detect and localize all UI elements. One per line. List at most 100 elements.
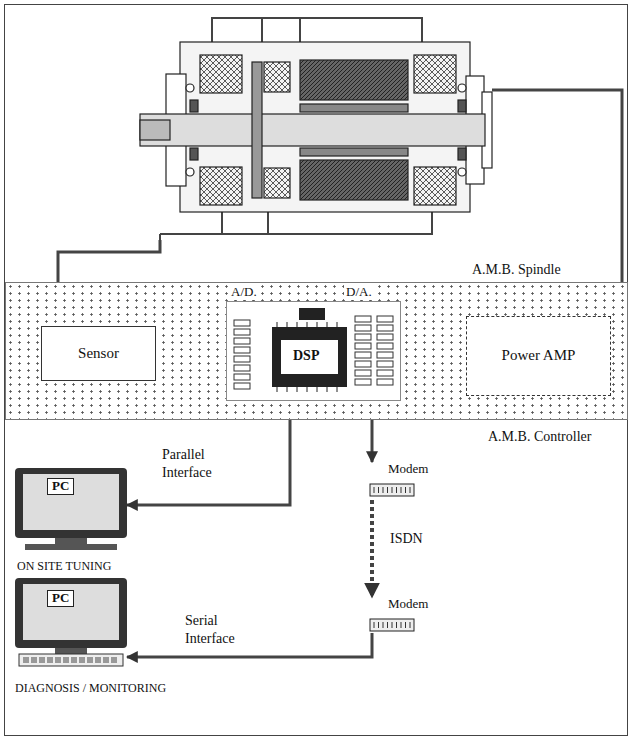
modem-slot xyxy=(387,487,388,493)
da-pin xyxy=(377,316,393,322)
da-pin xyxy=(377,334,393,340)
monitor-frame xyxy=(15,468,127,538)
axial-bearing-coil xyxy=(264,62,290,92)
position-sensor xyxy=(190,148,198,160)
da-pin xyxy=(377,361,393,367)
power-amp-box: Power AMP xyxy=(466,316,611,396)
dsp-chip xyxy=(272,327,347,387)
motor-stator xyxy=(300,160,408,200)
port-label: D/A. xyxy=(344,285,374,300)
modem-slot xyxy=(392,622,393,628)
position-sensor xyxy=(190,100,198,112)
modem-slot xyxy=(405,622,406,628)
pc-caption: ON SITE TUNING xyxy=(17,560,111,574)
pc-label: PC xyxy=(47,590,74,607)
box-label: Power AMP xyxy=(502,347,576,364)
shaft-nose xyxy=(140,120,170,140)
backup-bearing xyxy=(458,84,466,92)
modem-slot xyxy=(378,487,379,493)
modem-slot xyxy=(405,487,406,493)
modem-slot xyxy=(383,622,384,628)
da-pin xyxy=(355,334,371,340)
da-pin xyxy=(355,325,371,331)
da-pin xyxy=(377,379,393,385)
radial-bearing-coil xyxy=(414,55,456,93)
modem-slot xyxy=(383,487,384,493)
thrust-disk xyxy=(252,62,262,198)
edge-label: Serial Interface xyxy=(183,612,267,648)
chip-leg xyxy=(317,387,318,392)
spindle-label: A.M.B. Spindle xyxy=(470,262,563,278)
edge-label: ISDN xyxy=(388,530,442,548)
modem-node: Modem xyxy=(362,597,442,633)
chip-leg xyxy=(307,322,308,327)
port-label: A/D. xyxy=(229,285,259,300)
da-pin xyxy=(355,361,371,367)
backup-bearing xyxy=(186,168,194,176)
pc-node: PCDIAGNOSIS / MONITORING xyxy=(15,578,127,668)
monitor-screen xyxy=(23,474,119,530)
modem-label: Modem xyxy=(388,462,428,477)
pc-caption: DIAGNOSIS / MONITORING xyxy=(15,682,166,696)
monitor-screen xyxy=(23,584,119,640)
key xyxy=(63,657,69,663)
ad-pin xyxy=(234,329,250,335)
da-pin xyxy=(355,379,371,385)
modem-node: Modem xyxy=(362,462,442,500)
modem-slot xyxy=(374,622,375,628)
ad-pin xyxy=(234,320,250,326)
chip-leg xyxy=(297,322,298,327)
modem-slot xyxy=(378,622,379,628)
motor-rotor xyxy=(300,148,408,156)
spindle-body xyxy=(140,42,492,212)
pc-node: PCON SITE TUNING xyxy=(15,468,127,550)
da-pin xyxy=(377,352,393,358)
key xyxy=(95,657,101,663)
radial-bearing-coil xyxy=(200,167,242,205)
key xyxy=(111,657,117,663)
chip-leg xyxy=(297,387,298,392)
modem-slot xyxy=(374,487,375,493)
chip-label-area xyxy=(281,340,338,374)
dsp-board-node: DSP xyxy=(226,301,401,401)
shaft xyxy=(140,114,485,146)
motor-stator xyxy=(300,60,408,100)
monitor-stand xyxy=(55,538,87,544)
chip-label: DSP xyxy=(293,348,319,364)
sensor-box: Sensor xyxy=(41,326,156,381)
ad-pin xyxy=(234,365,250,371)
da-pin xyxy=(355,352,371,358)
modem-slot xyxy=(410,622,411,628)
ad-pin xyxy=(234,347,250,353)
radial-bearing-coil xyxy=(200,55,242,93)
position-sensor xyxy=(458,100,466,112)
box-label: Sensor xyxy=(78,345,119,362)
key xyxy=(55,657,61,663)
connector xyxy=(370,500,374,597)
memory-chip xyxy=(299,308,325,320)
chip-leg xyxy=(307,387,308,392)
controller-band: A.M.B. ControllerSensorDSPPower AMP xyxy=(5,282,628,420)
modem-slot xyxy=(396,622,397,628)
modem-slot xyxy=(392,487,393,493)
backup-bearing xyxy=(458,168,466,176)
chip-leg xyxy=(337,322,338,327)
modem-box xyxy=(370,484,414,496)
da-pin xyxy=(377,325,393,331)
monitor-frame xyxy=(15,578,127,648)
ad-pin xyxy=(234,356,250,362)
controller-label: A.M.B. Controller xyxy=(488,429,591,445)
modem-slot xyxy=(387,622,388,628)
key xyxy=(39,657,45,663)
da-pin xyxy=(377,370,393,376)
modem-box xyxy=(370,619,414,631)
edge-label: Parallel Interface xyxy=(160,446,240,482)
da-pin xyxy=(355,316,371,322)
chip-leg xyxy=(287,322,288,327)
chip-leg xyxy=(287,387,288,392)
chip-leg xyxy=(277,387,278,392)
ad-pin xyxy=(234,383,250,389)
key xyxy=(23,657,29,663)
keyboard xyxy=(19,654,123,666)
